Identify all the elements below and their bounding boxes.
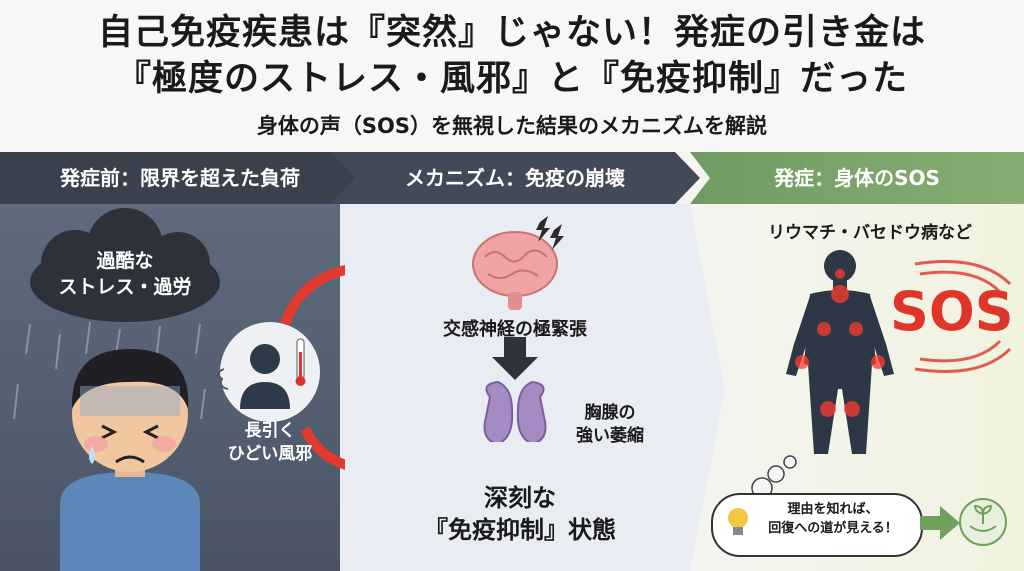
brain-icon (472, 231, 558, 310)
lightbulb-icon (728, 508, 748, 535)
human-body-icon (786, 250, 894, 454)
arrow-to-thymus-icon (300, 426, 345, 470)
recovery-hand-icon (959, 498, 1007, 546)
recovery-arrow-icon (920, 506, 960, 540)
down-arrow-icon (492, 337, 538, 380)
title-line-2: 『極度のストレス・風邪』と『免疫抑制』だった (115, 59, 908, 99)
subtitle: 身体の声（SOS）を無視した結果のメカニズムを解説 (256, 114, 768, 138)
sick-person-icon (217, 322, 320, 422)
sos-text: SOS (890, 280, 1014, 343)
immunosuppression-label: 深刻な 『免疫抑制』状態 (424, 484, 616, 544)
header: 自己免疫疾患は『突然』じゃない！発症の引き金は 『極度のストレス・風邪』と『免疫… (0, 0, 1024, 152)
title-line-1: 自己免疫疾患は『突然』じゃない！発症の引き金は (97, 13, 926, 53)
thymus-icon (483, 380, 547, 442)
inflammation-glow-icon (795, 269, 885, 417)
sad-person-icon (60, 349, 200, 571)
lightning-icon (536, 216, 564, 250)
storm-cloud-icon (30, 208, 220, 322)
before-illustration (13, 208, 345, 571)
stress-label: 過酷な ストレス・過労 (58, 250, 192, 298)
disease-examples-label: リウマチ・バセドウ病など (768, 223, 972, 243)
onset-illustration (711, 250, 1012, 557)
bubble-text: 理由を知れば、 回復への道が見える！ (768, 502, 898, 536)
sympathetic-label: 交感神経の極緊張 (443, 319, 587, 340)
cold-label: 長引く ひどい風邪 (227, 421, 313, 464)
section-banner-mechanism: メカニズム：免疫の崩壊 (330, 152, 700, 204)
thought-dots-icon (751, 455, 797, 499)
sos-waves-icon (914, 260, 1012, 373)
section-banner-onset: 発症：身体のSOS (690, 152, 1024, 204)
section-banner-before: 発症前：限界を超えた負荷 (0, 152, 360, 204)
thymus-label: 胸腺の 強い萎縮 (576, 403, 644, 446)
arrow-to-brain-icon (280, 265, 345, 326)
mechanism-illustration (472, 216, 564, 442)
